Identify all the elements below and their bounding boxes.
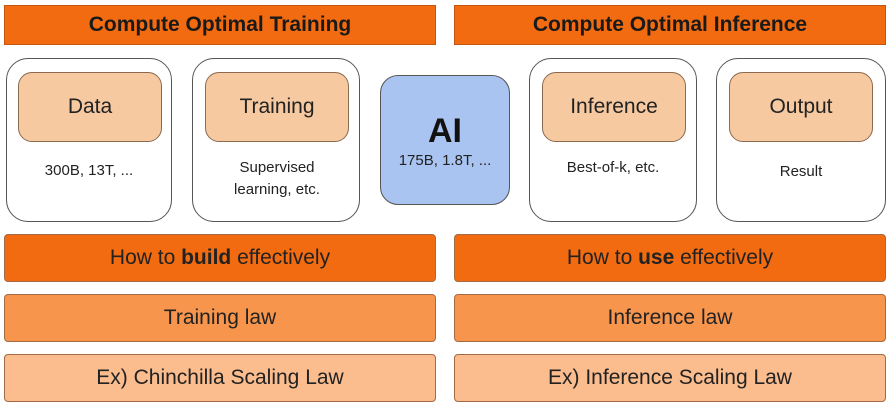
build-suffix: effectively xyxy=(231,246,331,269)
inference-header: Compute Optimal Inference xyxy=(454,5,886,45)
ai-sub: 175B, 1.8T, ... xyxy=(398,151,492,169)
inference-example-band: Ex) Inference Scaling Law xyxy=(454,354,886,402)
build-keyword: build xyxy=(181,246,232,269)
build-effectively-band: How to build effectively xyxy=(4,234,436,282)
output-sub: Result xyxy=(779,163,823,180)
training-header: Compute Optimal Training xyxy=(4,5,436,45)
output-card: Output Result xyxy=(716,58,886,222)
use-keyword: use xyxy=(638,246,675,269)
ai-title: AI xyxy=(428,111,462,150)
output-label: Output xyxy=(729,72,873,142)
data-label: Data xyxy=(18,72,162,142)
inference-law-band: Inference law xyxy=(454,294,886,342)
inference-sub: Best-of-k, etc. xyxy=(566,159,660,176)
training-label: Training xyxy=(205,72,349,142)
chinchilla-example-band: Ex) Chinchilla Scaling Law xyxy=(4,354,436,402)
use-suffix: effectively xyxy=(674,246,774,269)
data-card: Data 300B, 13T, ... xyxy=(6,58,172,222)
use-effectively-band: How to use effectively xyxy=(454,234,886,282)
ai-box: AI 175B, 1.8T, ... xyxy=(380,75,510,205)
build-prefix: How to xyxy=(109,246,182,269)
training-card: Training Supervised learning, etc. xyxy=(192,58,360,222)
training-law-band: Training law xyxy=(4,294,436,342)
use-prefix: How to xyxy=(566,246,639,269)
inference-label: Inference xyxy=(542,72,686,142)
data-sub: 300B, 13T, ... xyxy=(44,162,134,179)
inference-card: Inference Best-of-k, etc. xyxy=(529,58,697,222)
training-sub: Supervised learning, etc. xyxy=(234,159,320,198)
